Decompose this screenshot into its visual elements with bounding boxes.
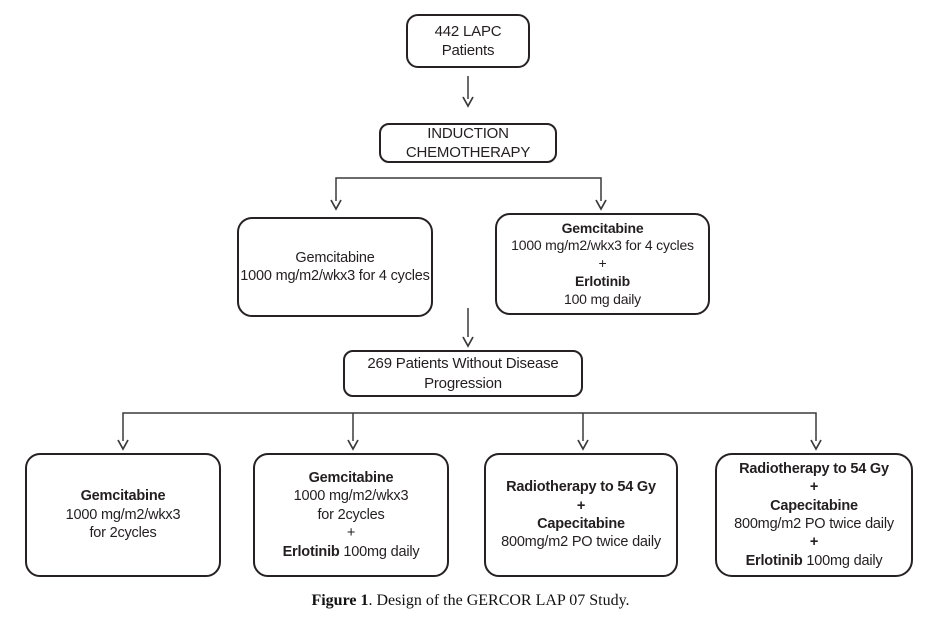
plus-sign: +	[346, 525, 356, 542]
plus-sign: +	[809, 479, 819, 496]
figure-caption: Figure 1. Design of the GERCOR LAP 07 St…	[0, 592, 941, 610]
drug-dose: 800mg/m2 PO twice daily	[734, 516, 894, 532]
drug-dose: 1000 mg/m2/wkx3 for 4 cycles	[511, 237, 694, 254]
drug-name: Gemcitabine	[308, 469, 394, 486]
drug-name: Gemcitabine	[561, 219, 644, 236]
drug-dose: 100mg daily	[343, 543, 420, 560]
drug-dose: 100mg daily	[806, 552, 883, 569]
drug-dose: 1000 mg/m2/wkx3	[65, 506, 181, 523]
node-text-line: CHEMOTHERAPY	[405, 144, 531, 161]
drug-dose: for 2cycles	[89, 525, 157, 542]
drug-name: Erlotinib	[282, 543, 340, 560]
connector-progression-branch	[117, 412, 822, 451]
drug-name: Gemcitabine	[295, 249, 375, 266]
plus-sign: +	[598, 255, 607, 272]
node-gemcitabine-erlotinib-4cycles: Gemcitabine 1000 mg/m2/wkx3 for 4 cycles…	[495, 213, 710, 315]
figure-caption-label: Figure 1	[311, 592, 369, 609]
node-arm-radiotherapy-capecitabine-erlotinib: Radiotherapy to 54 Gy + Capecitabine 800…	[715, 453, 913, 577]
node-442-lapc-patients: 442 LAPC Patients	[406, 14, 530, 68]
drug-dose: for 2cycles	[317, 506, 385, 523]
plus-sign: +	[809, 534, 819, 551]
drug-name: Erlotinib	[745, 552, 803, 569]
drug-name: Erlotinib	[575, 272, 630, 289]
node-arm-gemcitabine-erlotinib: Gemcitabine 1000 mg/m2/wkx3 for 2cycles …	[253, 453, 449, 577]
drug-dose: 800mg/m2 PO twice daily	[501, 534, 661, 551]
drug-dose: 1000 mg/m2/wkx3	[293, 488, 409, 505]
node-text-line: INDUCTION	[427, 124, 509, 142]
node-text-line: 269 Patients Without Disease	[367, 355, 559, 373]
drug-name: Capecitabine	[537, 516, 625, 532]
node-text-line: Patients	[441, 42, 495, 59]
drug-name: Capecitabine	[770, 497, 858, 514]
connector-patients-induction	[462, 76, 474, 108]
connector-induction-branch	[330, 177, 607, 211]
node-arm-gemcitabine: Gemcitabine 1000 mg/m2/wkx3 for 2cycles	[25, 453, 221, 577]
plus-sign: +	[576, 497, 586, 514]
node-text-line: Progression	[424, 374, 502, 392]
figure-caption-text: . Design of the GERCOR LAP 07 Study.	[368, 592, 630, 609]
node-text-line: 442 LAPC	[434, 22, 502, 40]
node-gemcitabine-4cycles: Gemcitabine 1000 mg/m2/wkx3 for 4 cycles	[237, 217, 433, 317]
drug-name: Gemcitabine	[80, 488, 166, 505]
treatment-name: Radiotherapy to 54 Gy	[739, 460, 889, 477]
node-269-no-progression: 269 Patients Without Disease Progression	[343, 350, 583, 397]
drug-dose: 100 mg daily	[564, 290, 641, 307]
treatment-name: Radiotherapy to 54 Gy	[506, 479, 656, 496]
node-arm-radiotherapy-capecitabine: Radiotherapy to 54 Gy + Capecitabine 800…	[484, 453, 678, 577]
drug-dose: 1000 mg/m2/wkx3 for 4 cycles	[240, 268, 430, 284]
connector-to-progression	[462, 308, 474, 348]
node-induction-chemotherapy: INDUCTION CHEMOTHERAPY	[379, 123, 557, 163]
